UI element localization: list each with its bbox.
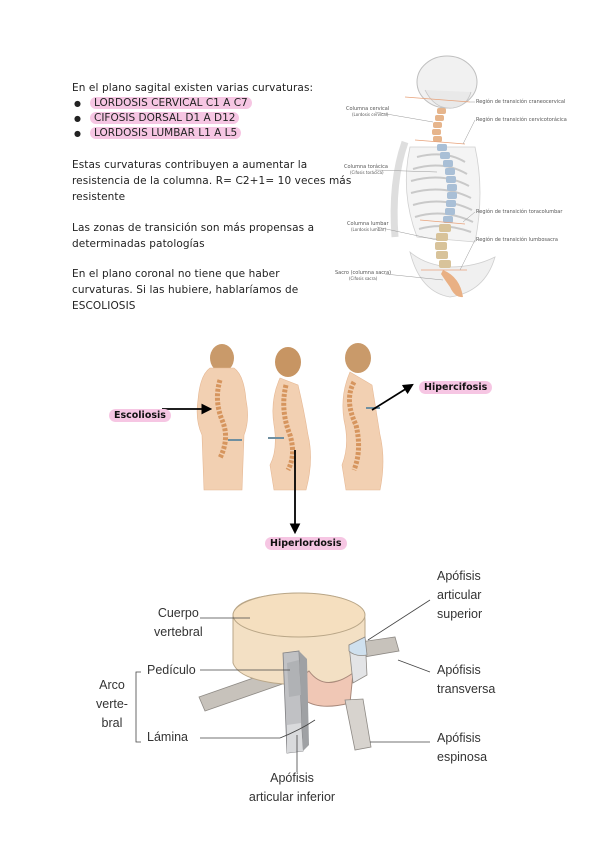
- posture-figures: [196, 343, 384, 491]
- label-region-lumbosacra: Región de transición lumbosacra: [476, 237, 558, 243]
- highlight: CIFOSIS DORSAL D1 A D12: [90, 112, 240, 124]
- figure-hyperkyphosis-side: [341, 343, 384, 491]
- text-line: ESCOLIOSIS: [72, 300, 136, 312]
- label-line: verte-: [96, 697, 128, 711]
- label-region-cervicotoracica: Región de transición cervicotorácica: [476, 117, 567, 123]
- highlight: Hiperlordosis: [265, 537, 347, 550]
- label-apofisis-transversa: Apófisis transversa: [437, 661, 495, 699]
- label-region-toracolumbar: Región de transición toracolumbar: [476, 209, 563, 215]
- sacrum-shape: [441, 270, 463, 298]
- label-subtext: (Lordosis lumbar): [351, 227, 387, 232]
- label-text: Columna cervical: [346, 106, 390, 112]
- cervical-vertebrae: [432, 108, 446, 142]
- label-line: Cuerpo: [157, 606, 199, 620]
- label-line: vertebral: [154, 625, 203, 639]
- paragraph-transition: Las zonas de transición son más propensa…: [72, 220, 314, 252]
- label-text: Columna lumbar: [347, 221, 389, 227]
- list-item: LORDOSIS LUMBAR L1 A L5: [72, 126, 252, 141]
- lumbar-vertebrae: [435, 224, 451, 268]
- curvature-list: LORDOSIS CERVICAL C1 A C7 CIFOSIS DORSAL…: [72, 96, 252, 141]
- arrow-hipercifosis: [371, 383, 414, 411]
- text-line: En el plano coronal no tiene que haber: [72, 268, 280, 280]
- figure-scoliosis-back: [196, 344, 248, 491]
- thoracic-vertebrae: [437, 144, 457, 223]
- label-line: articular inferior: [248, 790, 336, 804]
- highlight: LORDOSIS CERVICAL C1 A C7: [90, 97, 252, 109]
- highlight: LORDOSIS LUMBAR L1 A L5: [90, 127, 242, 139]
- label-region-craneocervical: Región de transición craneocervical: [476, 99, 566, 105]
- text-line: curvaturas. Si las hubiere, hablaríamos …: [72, 284, 299, 296]
- label-apofisis-espinosa: Apófisis espinosa: [437, 729, 487, 767]
- label-text: Sacro (columna sacra): [335, 270, 392, 276]
- label-line: Apófisis: [270, 771, 314, 785]
- label-apofisis-articular-superior: Apófisis articular superior: [437, 567, 482, 624]
- label-line: Apófisis: [437, 569, 481, 583]
- label-subtext: (Cifosis sacra): [349, 276, 378, 281]
- text-line: resistente: [72, 191, 126, 203]
- list-item: LORDOSIS CERVICAL C1 A C7: [72, 96, 252, 111]
- text-line: Estas curvaturas contribuyen a aumentar …: [72, 159, 308, 171]
- label-line: articular: [437, 588, 482, 602]
- label-lumbar: Columna lumbar (Lordosis lumbar): [347, 221, 389, 232]
- label-hipercifosis: Hipercifosis: [419, 375, 493, 394]
- label-cervical: Columna cervical (Lordosis cervical): [346, 106, 389, 117]
- label-line: espinosa: [437, 750, 488, 764]
- vertebra-diagram: [198, 592, 400, 754]
- label-line: transversa: [437, 682, 496, 696]
- spine-skeleton-figure: [374, 55, 496, 298]
- text-line: Las zonas de transición son más propensa…: [72, 222, 315, 234]
- label-line: Arco: [99, 678, 125, 692]
- highlight: Escoliosis: [109, 409, 171, 422]
- text-line: resistencia de la columna. R= C2+1= 10 v…: [72, 175, 352, 187]
- label-toracica: Columna torácica (Cifosis torácica): [344, 164, 388, 175]
- label-sacro: Sacro (columna sacra) (Cifosis sacra): [335, 270, 391, 281]
- label-line: Apófisis: [437, 731, 481, 745]
- label-line: bral: [101, 716, 123, 730]
- label-arco-vertebral: Arco verte- bral: [96, 676, 128, 733]
- label-pediculo: Pedículo: [147, 663, 196, 677]
- list-item: CIFOSIS DORSAL D1 A D12: [72, 111, 252, 126]
- intro-text: En el plano sagital existen varias curva…: [72, 82, 314, 94]
- label-escoliosis: Escoliosis: [109, 403, 171, 422]
- label-line: Apófisis: [437, 663, 481, 677]
- paragraph-resistance: Estas curvaturas contribuyen a aumentar …: [72, 157, 351, 205]
- label-subtext: (Cifosis torácica): [350, 170, 384, 175]
- label-apofisis-articular-inferior: Apófisis articular inferior: [242, 769, 342, 807]
- label-line: superior: [437, 607, 483, 621]
- label-text: Columna torácica: [344, 164, 388, 170]
- label-lamina: Lámina: [147, 730, 188, 744]
- figure-hyperlordosis-side: [268, 347, 311, 491]
- label-hiperlordosis: Hiperlordosis: [265, 531, 347, 550]
- label-cuerpo-vertebral: Cuerpo vertebral: [154, 604, 203, 642]
- posture-arrows: [162, 383, 414, 535]
- text-line: determinadas patologías: [72, 238, 205, 250]
- paragraph-coronal: En el plano coronal no tiene que haber c…: [72, 266, 298, 314]
- highlight: Hipercifosis: [419, 381, 493, 394]
- label-subtext: (Lordosis cervical): [352, 112, 389, 117]
- vertebra-leader-lines: [135, 599, 431, 772]
